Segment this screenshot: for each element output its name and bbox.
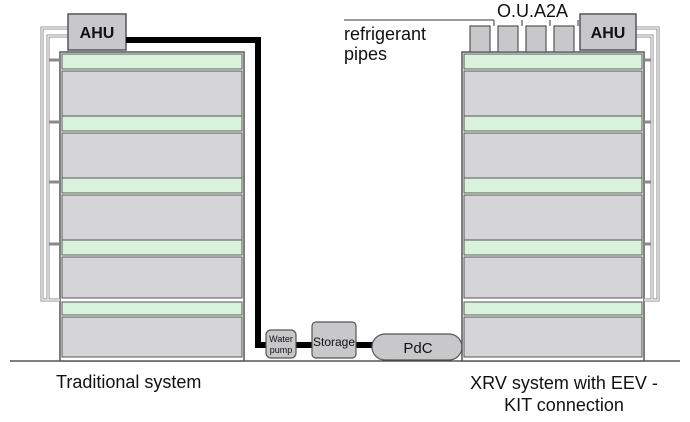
- floor-space-5: [61, 316, 243, 358]
- right-return-pipes-inner: [636, 27, 659, 301]
- xrv-system-caption: XRV system with EEV - KIT connection: [470, 373, 658, 415]
- floor-space-4: [463, 256, 643, 299]
- outdoor-unit-3: [525, 25, 547, 53]
- left-ahu-box: [67, 13, 127, 51]
- floor-space-3: [463, 194, 643, 243]
- right-ahu-label: AHU: [591, 25, 626, 42]
- outdoor-unit-4: [553, 25, 575, 53]
- floor-space-3: [61, 194, 243, 243]
- water-pipe: [126, 37, 268, 348]
- refrigerant-pipes-label: refrigerant pipes: [344, 24, 427, 64]
- storage-box: [311, 321, 357, 359]
- outdoor-unit-2: [497, 25, 519, 53]
- floor-space-5: [463, 316, 643, 358]
- water-pump-box: [265, 329, 297, 359]
- floor-duct-2: [463, 115, 643, 132]
- storage-label: Storage: [313, 335, 355, 349]
- xrv-building: [461, 51, 645, 362]
- outdoor-unit-1: [469, 25, 491, 53]
- traditional-building: [59, 51, 245, 362]
- floor-duct-4: [61, 239, 243, 256]
- floor-space-2: [61, 132, 243, 181]
- floor-duct-2: [61, 115, 243, 132]
- outdoor-unit-label: O.U.A2A: [497, 1, 569, 21]
- floor-space-1: [61, 70, 243, 119]
- left-return-pipes-inner: [41, 27, 68, 301]
- floor-duct-1: [463, 53, 643, 70]
- floor-duct-1: [61, 53, 243, 70]
- outdoor-units: [469, 25, 575, 53]
- pdc-label: PdC: [403, 340, 432, 357]
- floor-duct-5: [463, 301, 643, 316]
- floor-duct-5: [61, 301, 243, 316]
- floor-duct-3: [61, 177, 243, 194]
- outdoor-unit-ticks: [493, 20, 579, 26]
- floor-space-1: [463, 70, 643, 119]
- floor-duct-4: [463, 239, 643, 256]
- floor-space-2: [463, 132, 643, 181]
- right-ahu-box: [579, 13, 637, 51]
- floor-space-4: [61, 256, 243, 299]
- water-pump-label-1: Water: [269, 334, 293, 344]
- floor-duct-3: [463, 177, 643, 194]
- left-ahu-label: AHU: [80, 25, 115, 42]
- traditional-system-caption: Traditional system: [56, 372, 202, 392]
- water-pump-label-2: pump: [270, 345, 293, 355]
